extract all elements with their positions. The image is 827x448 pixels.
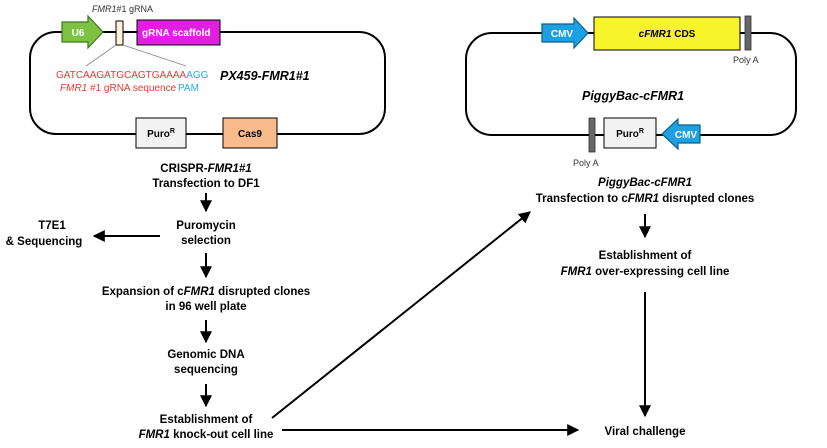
grna-label: FMR1#1 gRNA — [92, 4, 153, 14]
polya-bottom-label: Poly A — [573, 158, 599, 168]
piggybac-transfection-label: Transfection to cFMR1 disrupted clones — [536, 193, 755, 205]
oe-cell-line-label: FMR1 over-expressing cell line — [561, 266, 730, 278]
right-plasmid: CMV cFMR1 CDS Poly A PiggyBac-cFMR1 Poly… — [465, 15, 797, 168]
grna-sequence: GATCAAGATGCAGTGAAAAAGG — [56, 70, 209, 81]
selection-label: selection — [181, 235, 231, 247]
u6-label: U6 — [72, 28, 85, 39]
left-plasmid-name: PX459-FMR1#1 — [220, 69, 310, 83]
cfmr1-cds-label: cFMR1 CDS — [639, 29, 696, 40]
crispr-label: CRISPR-FMR1#1 — [160, 163, 251, 175]
expansion-label: Expansion of cFMR1 disrupted clones — [102, 286, 310, 298]
u6-promoter-arrow — [61, 14, 104, 50]
cmv-top-label: CMV — [551, 29, 574, 40]
left-flow: CRISPR-FMR1#1 Transfection to DF1 Puromy… — [6, 163, 311, 441]
polya-bottom-bar — [588, 117, 596, 153]
arrow-ko-to-piggybac-transfection — [271, 211, 531, 419]
genomic-sequencing-label: sequencing — [174, 364, 238, 376]
grna-leader-line-left — [85, 44, 117, 67]
well-plate-label: in 96 well plate — [165, 301, 246, 313]
cas9-box — [222, 117, 278, 149]
grna-scaffold-box — [136, 19, 221, 46]
cas9-label: Cas9 — [238, 129, 262, 140]
pam-label: PAM — [178, 83, 199, 94]
establishment-ko-label: Establishment of — [160, 414, 253, 426]
sequencing-label: & Sequencing — [6, 236, 83, 248]
right-puro-label: PuroR — [616, 128, 644, 140]
left-plasmid: U6 FMR1#1 gRNA gRNA scaffold GATCAAGATGC… — [29, 4, 386, 149]
grna-scaffold-label: gRNA scaffold — [142, 28, 211, 39]
cmv-top-arrow — [541, 16, 589, 50]
grna-leader-line-right — [122, 44, 187, 67]
grna-insert — [115, 20, 124, 46]
t7e1-label: T7E1 — [38, 220, 66, 232]
genomic-dna-label: Genomic DNA — [167, 349, 244, 361]
cmv-bottom-label: CMV — [675, 130, 698, 141]
right-plasmid-name: PiggyBac-cFMR1 — [582, 89, 684, 103]
polya-top-bar — [744, 15, 752, 51]
right-puro-box — [603, 117, 657, 149]
cmv-bottom-arrow — [661, 117, 701, 151]
viral-challenge-label: Viral challenge — [605, 426, 686, 438]
ko-cell-line-label: FMR1 knock-out cell line — [139, 429, 274, 441]
transfection-df1-label: Transfection to DF1 — [152, 178, 260, 190]
polya-top-label: Poly A — [733, 55, 759, 65]
piggybac-title: PiggyBac-cFMR1 — [598, 177, 692, 189]
grna-sequence-label: FMR1 #1 gRNA sequence — [60, 83, 177, 94]
left-puro-label: PuroR — [147, 128, 175, 140]
establishment-oe-label: Establishment of — [599, 250, 692, 262]
left-puro-box — [135, 117, 187, 149]
right-flow: PiggyBac-cFMR1 Transfection to cFMR1 dis… — [536, 177, 755, 438]
cfmr1-cds-box — [593, 16, 741, 51]
puromycin-label: Puromycin — [176, 220, 235, 232]
